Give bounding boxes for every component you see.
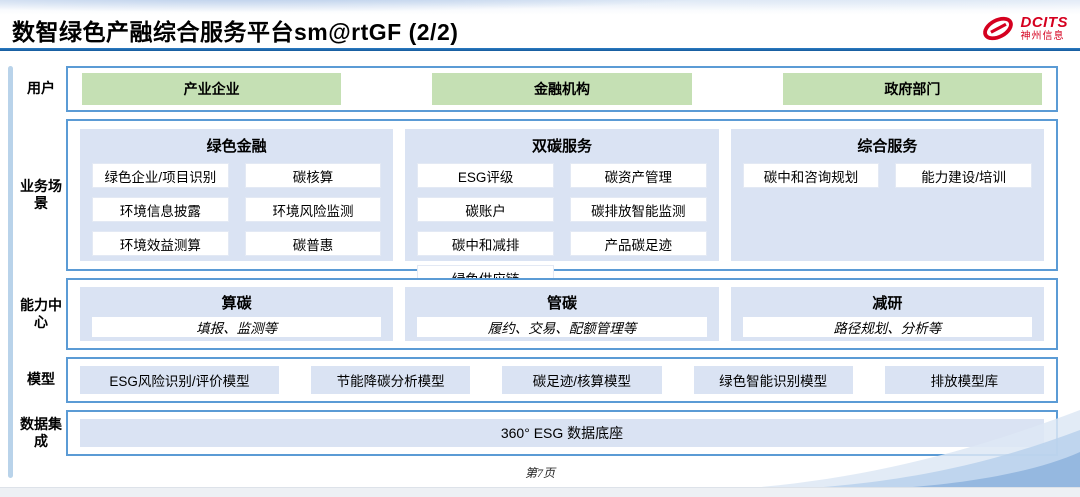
capabilities-row: 能力中心 算碳 填报、监测等 管碳 履约、交易、配额管理等 减研 路径规划、分析…	[16, 278, 1058, 350]
capability-reduction-research: 减研 路径规划、分析等	[730, 287, 1044, 341]
capability-carbon-accounting: 算碳 填报、监测等	[80, 287, 394, 341]
scenario-item: 产品碳足迹	[569, 231, 707, 256]
scenario-item: 碳资产管理	[569, 163, 707, 188]
scenarios-row: 业务场景 绿色金融 绿色企业/项目识别 碳核算 环境信息披露 环境风险监测 环境…	[16, 119, 1058, 290]
company-logo: DCITS 神州信息	[980, 15, 1069, 42]
logo-subbrand: 神州信息	[1020, 31, 1065, 42]
scenario-item: 环境信息披露	[92, 197, 229, 222]
capability-title: 管碳	[546, 295, 577, 312]
scenario-grid: 绿色企业/项目识别 碳核算 环境信息披露 环境风险监测 环境效益测算 碳普惠	[92, 163, 382, 256]
scenario-item: 碳中和咨询规划	[742, 163, 880, 188]
data-integration-row: 数据集成 360° ESG 数据底座	[16, 410, 1058, 456]
capability-title: 算碳	[221, 295, 252, 312]
scenarios-row-box: 绿色金融 绿色企业/项目识别 碳核算 环境信息披露 环境风险监测 环境效益测算 …	[66, 119, 1058, 290]
capability-title: 减研	[872, 295, 903, 312]
data-integration-row-box: 360° ESG 数据底座	[66, 410, 1058, 456]
scenario-item: 环境风险监测	[244, 197, 382, 222]
left-accent-bar	[8, 66, 13, 478]
capability-carbon-management: 管碳 履约、交易、配额管理等	[405, 287, 719, 341]
capability-desc: 填报、监测等	[92, 317, 382, 337]
user-chip-government: 政府部门	[782, 73, 1042, 105]
scenario-item: 碳普惠	[244, 231, 382, 256]
scenario-column-title: 综合服务	[857, 138, 918, 155]
users-row-box: 产业企业 金融机构 政府部门	[66, 66, 1058, 112]
page-title: 数智绿色产融综合服务平台sm@rtGF (2/2)	[12, 19, 459, 45]
logo-text: DCITS 神州信息	[1021, 15, 1069, 42]
users-row: 用户 产业企业 金融机构 政府部门	[16, 66, 1058, 112]
header-divider	[0, 48, 1080, 51]
models-row-box: ESG风险识别/评价模型 节能降碳分析模型 碳足迹/核算模型 绿色智能识别模型 …	[66, 357, 1058, 403]
scenario-item: 碳核算	[244, 163, 382, 188]
esg-data-base: 360° ESG 数据底座	[80, 419, 1044, 447]
data-integration-row-label: 数据集成	[20, 415, 62, 450]
scenario-column-title: 双碳服务	[531, 138, 592, 155]
scenario-item: 碳排放智能监测	[569, 197, 707, 222]
scenario-item: 环境效益测算	[92, 231, 229, 256]
scenario-item: 碳账户	[417, 197, 554, 222]
corner-swoosh-decoration	[750, 410, 1080, 488]
scenario-item: 绿色企业/项目识别	[92, 163, 229, 188]
models-row-label: 模型	[27, 371, 55, 388]
capabilities-row-label: 能力中心	[20, 296, 62, 331]
scenario-grid: 碳中和咨询规划 能力建设/培训	[742, 163, 1032, 188]
capability-desc: 履约、交易、配额管理等	[417, 317, 707, 337]
model-item: ESG风险识别/评价模型	[80, 366, 280, 394]
scenario-column-dual-carbon: 双碳服务 ESG评级 碳资产管理 碳账户 碳排放智能监测 碳中和减排 产品碳足迹…	[405, 129, 719, 290]
scenario-column-title: 绿色金融	[206, 138, 267, 155]
architecture-diagram: 用户 产业企业 金融机构 政府部门 业务场景 绿色金融 绿色企业/项目识别 碳核…	[16, 66, 1058, 456]
capabilities-row-box: 算碳 填报、监测等 管碳 履约、交易、配额管理等 减研 路径规划、分析等	[66, 278, 1058, 350]
scenarios-row-label: 业务场景	[20, 177, 62, 212]
scenario-grid: ESG评级 碳资产管理 碳账户 碳排放智能监测 碳中和减排 产品碳足迹 绿色供应…	[417, 163, 707, 290]
scenario-column-comprehensive: 综合服务 碳中和咨询规划 能力建设/培训	[730, 129, 1044, 261]
capability-desc: 路径规划、分析等	[742, 317, 1032, 337]
user-chip-finance: 金融机构	[432, 73, 692, 105]
scenario-item: 能力建设/培训	[895, 163, 1032, 188]
bottom-strip	[0, 487, 1080, 497]
dcits-swirl-icon	[982, 16, 1013, 41]
scenario-item: 碳中和减排	[417, 231, 554, 256]
scenario-column-green-finance: 绿色金融 绿色企业/项目识别 碳核算 环境信息披露 环境风险监测 环境效益测算 …	[80, 129, 394, 261]
scenario-item: ESG评级	[417, 163, 554, 188]
user-chip-industry: 产业企业	[82, 73, 342, 105]
model-item: 碳足迹/核算模型	[502, 366, 662, 394]
model-item: 排放模型库	[884, 366, 1044, 394]
slide-header: 数智绿色产融综合服务平台sm@rtGF (2/2) DCITS 神州信息	[12, 13, 1068, 49]
page-number: 第7页	[524, 466, 555, 480]
top-decorative-band	[0, 0, 1080, 15]
users-row-label: 用户	[27, 80, 55, 97]
models-row: 模型 ESG风险识别/评价模型 节能降碳分析模型 碳足迹/核算模型 绿色智能识别…	[16, 357, 1058, 403]
model-item: 绿色智能识别模型	[693, 366, 853, 394]
model-item: 节能降碳分析模型	[311, 366, 471, 394]
logo-brand: DCITS	[1020, 14, 1068, 31]
